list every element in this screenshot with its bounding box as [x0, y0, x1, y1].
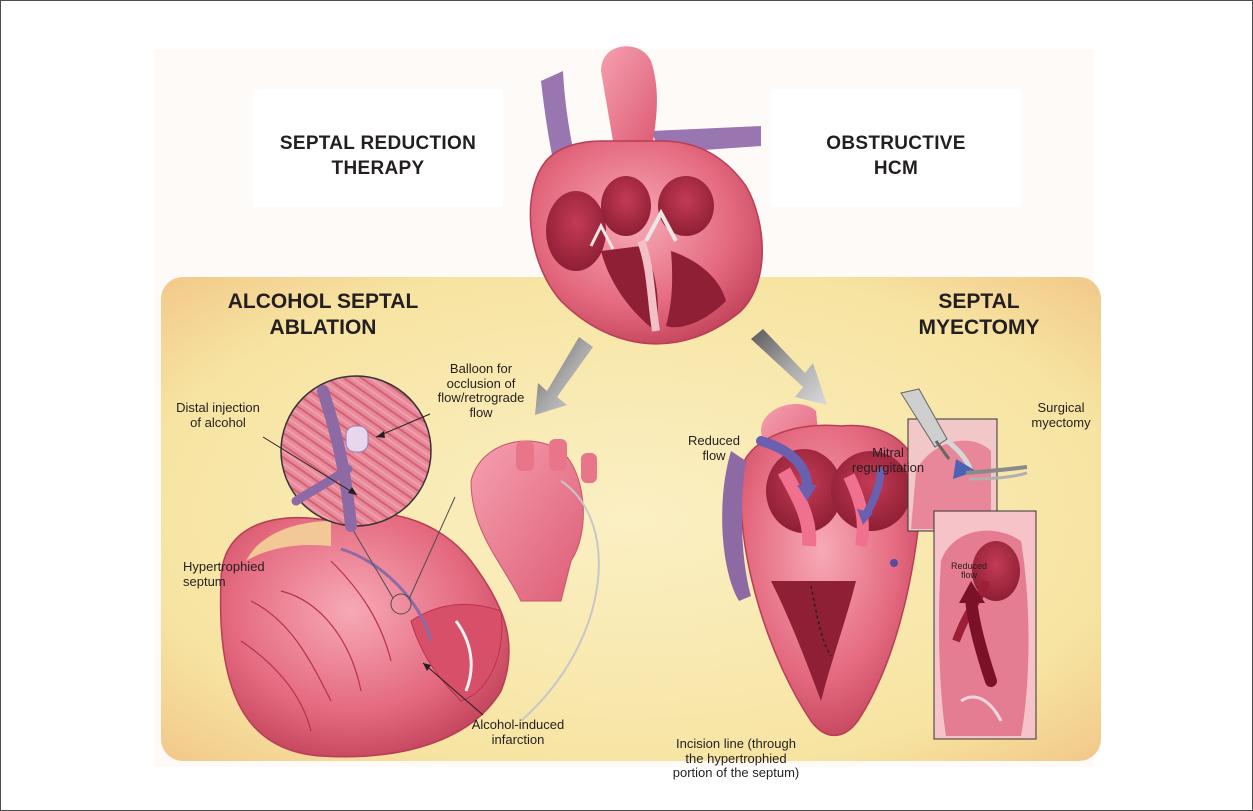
- label-mitral-regurgitation: Mitral regurgitation: [843, 446, 933, 475]
- heading-septal-reduction-therapy: SEPTAL REDUCTION THERAPY: [263, 132, 493, 181]
- label-hypertrophied-septum: Hypertrophied septum: [183, 560, 293, 589]
- label-balloon: Balloon for occlusion of flow/retrograde…: [426, 362, 536, 420]
- label-reduced-flow-inset: Reduced flow: [947, 562, 991, 581]
- magnified-vessel-circle: [281, 376, 431, 526]
- label-surgical-myectomy: Surgical myectomy: [1016, 401, 1106, 430]
- label-distal-injection: Distal injection of alcohol: [162, 401, 274, 430]
- label-alcohol-infarction: Alcohol-induced infarction: [458, 718, 578, 747]
- heading-septal-myectomy: SEPTAL MYECTOMY: [899, 289, 1059, 342]
- inset-reduced-flow: [934, 511, 1036, 739]
- label-incision-line: Incision line (through the hypertrophied…: [656, 737, 816, 781]
- heading-alcohol-septal-ablation: ALCOHOL SEPTAL ABLATION: [223, 289, 423, 342]
- label-reduced-flow: Reduced flow: [674, 434, 754, 463]
- heading-obstructive-hcm: OBSTRUCTIVE HCM: [781, 132, 1011, 181]
